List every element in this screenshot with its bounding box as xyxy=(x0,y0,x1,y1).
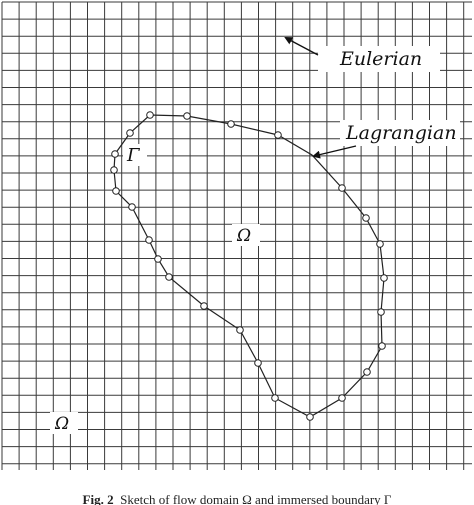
lagrangian-marker xyxy=(146,111,154,119)
lagrangian-marker xyxy=(227,120,235,128)
lagrangian-marker xyxy=(126,129,134,137)
lagrangian-marker xyxy=(306,413,314,421)
gamma-label-box xyxy=(123,144,147,166)
omega-inner-label-box xyxy=(232,224,260,246)
lagrangian-marker xyxy=(363,368,371,376)
eulerian-grid xyxy=(1,1,472,470)
lagrangian-markers xyxy=(110,111,388,421)
figure-caption: Fig. 2 Sketch of flow domain Ω and immer… xyxy=(0,491,474,505)
lagrangian-marker xyxy=(165,273,173,281)
eulerian-label-box xyxy=(318,46,440,72)
lagrangian-marker xyxy=(338,184,346,192)
eulerian-label: Eulerian xyxy=(339,48,422,70)
lagrangian-marker xyxy=(236,326,244,334)
lagrangian-marker xyxy=(154,255,162,263)
lagrangian-marker xyxy=(338,394,346,402)
eulerian-leader-arrow xyxy=(284,37,319,56)
lagrangian-marker xyxy=(271,394,279,402)
lagrangian-marker xyxy=(254,359,262,367)
lagrangian-marker xyxy=(200,302,208,310)
omega-outer-label-box xyxy=(50,412,78,434)
caption-text: Sketch of flow domain Ω and immersed bou… xyxy=(120,492,392,505)
lagrangian-leader-arrow xyxy=(312,145,357,159)
lagrangian-marker xyxy=(110,166,118,174)
omega-inner-label: Ω xyxy=(236,226,251,246)
caption-number: Fig. 2 xyxy=(82,492,114,505)
gamma-label: Γ xyxy=(126,145,141,166)
lagrangian-label-box xyxy=(340,120,460,146)
lagrangian-marker xyxy=(183,112,191,120)
lagrangian-marker xyxy=(377,308,385,316)
lagrangian-marker xyxy=(111,150,119,158)
lagrangian-marker xyxy=(145,236,153,244)
lagrangian-marker xyxy=(274,131,282,139)
omega-outer-label: Ω xyxy=(54,414,69,434)
lagrangian-marker xyxy=(378,342,386,350)
lagrangian-marker xyxy=(380,274,388,282)
lagrangian-marker xyxy=(128,203,136,211)
lagrangian-marker xyxy=(362,214,370,222)
lagrangian-marker xyxy=(112,187,120,195)
lagrangian-label: Lagrangian xyxy=(345,122,457,144)
lagrangian-marker xyxy=(376,240,384,248)
